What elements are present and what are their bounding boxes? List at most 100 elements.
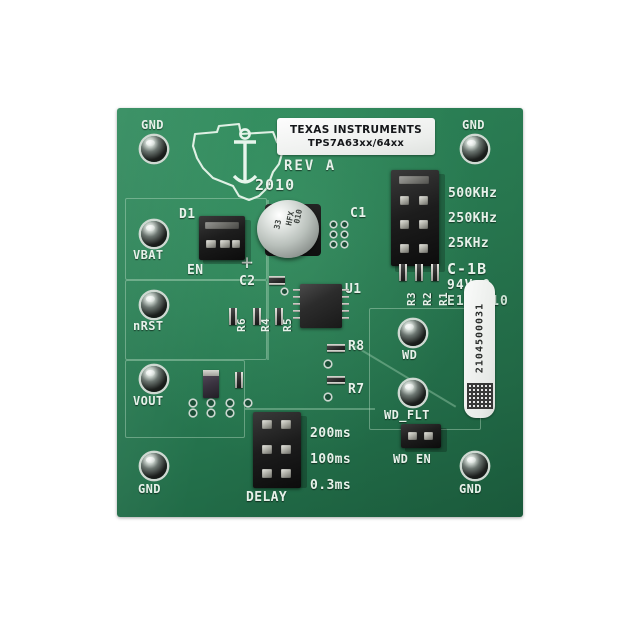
smd-misc-1 [235,372,243,388]
via-bl-5 [227,400,233,406]
c1-via-5 [331,242,336,247]
delay-jumper-header[interactable] [253,412,301,488]
c2-designator: C2 [239,274,256,289]
en-pin-1 [206,240,216,248]
wd-en-jumper-header[interactable] [401,424,441,448]
via-u1-btm [325,361,331,367]
wd-flt-label: WD_FLT [384,408,430,422]
electrolytic-capacitor [257,200,319,258]
freq-pin-3b [419,244,428,253]
freq-pin-1b [419,196,428,205]
logo-year-label: 2010 [255,176,296,194]
c1-via-4 [342,232,347,237]
gnd-bottom-left-label: GND [138,482,161,496]
wd-flt-testpoint[interactable] [400,380,426,406]
silk-trace-vert [267,200,269,360]
vbat-testpoint[interactable] [141,221,167,247]
wden-pin-1 [408,432,417,440]
freq-option-500khz: 500KHz [448,186,498,201]
delay-pin-1b [281,420,291,429]
c1-via-2 [342,222,347,227]
serial-number: 2104500031 [474,302,485,374]
d1-diode [203,370,219,398]
c1-via-3 [331,232,336,237]
wd-testpoint[interactable] [400,320,426,346]
u1-lead-r3 [342,303,349,306]
delay-pin-2b [281,445,291,454]
via-r6-top [282,289,287,294]
r2-designator: R2 [421,291,434,306]
c1-via-1 [331,222,336,227]
delay-option-100ms: 100ms [310,452,352,467]
datamatrix-code-icon [466,383,493,409]
via-bl-3 [208,400,214,406]
c2-capacitor [269,276,285,285]
pcb-board: 2010 TEXAS INSTRUMENTS TPS7A63xx/64xx RE… [117,108,523,517]
en-pin-3 [232,240,240,248]
via-bl-1 [190,400,196,406]
r5-resistor [275,308,283,325]
nrst-testpoint[interactable] [141,292,167,318]
via-u1-btm2 [325,394,331,400]
freq-pin-3a [400,244,409,253]
gnd-top-left-label: GND [141,118,164,132]
r7-designator: R7 [348,382,365,397]
delay-pin-3a [262,469,272,478]
delay-option-03ms: 0.3ms [310,478,352,493]
compliance-line1: C-1B [447,260,488,278]
u1-lead-r1 [342,289,349,292]
delay-header-label: DELAY [246,490,288,505]
product-label: TEXAS INSTRUMENTS TPS7A63xx/64xx [277,118,435,155]
r8-resistor [327,344,345,352]
freq-pin-2a [400,220,409,229]
r4-resistor [253,308,261,325]
via-bl-7 [245,400,251,406]
en-jumper-header[interactable] [199,216,245,260]
u1-lead-l3 [293,303,300,306]
r2-resistor [415,264,423,281]
serial-barcode-label: 2104500031 [464,280,495,418]
wd-label: WD [402,348,418,362]
en-pin-2 [220,240,230,248]
u1-main-ic [293,284,349,328]
gnd-bottom-right-label: GND [459,482,482,496]
nrst-label: nRST [133,319,164,333]
delay-pin-3b [281,469,291,478]
r1-resistor [431,264,439,281]
gnd-top-right-testpoint[interactable] [462,136,488,162]
r3-designator: R3 [405,291,418,306]
r8-designator: R8 [348,339,365,354]
delay-option-200ms: 200ms [310,426,352,441]
gnd-bottom-left-testpoint[interactable] [141,453,167,479]
wd-en-label: WD EN [393,452,432,466]
u1-designator: U1 [345,282,362,297]
silk-outline-left-mid [125,280,267,360]
r3-resistor [399,264,407,281]
u1-lead-r2 [342,296,349,299]
u1-lead-l1 [293,289,300,292]
u1-lead-r5 [342,317,349,320]
via-bl-4 [208,410,214,416]
silk-outline-left-bottom [125,360,245,438]
via-bl-6 [227,410,233,416]
gnd-top-right-label: GND [462,118,485,132]
silk-trace-horiz-mid [245,408,375,410]
freq-option-25khz: 25KHz [448,236,490,251]
revision-label: REV A [284,158,337,174]
u1-lead-l4 [293,310,300,313]
delay-pin-2a [262,445,272,454]
freq-shunt [399,176,429,184]
product-label-line2: TPS7A63xx/64xx [307,138,405,149]
u1-lead-l5 [293,317,300,320]
frequency-jumper-header[interactable] [391,170,439,266]
ti-texas-logo [187,120,293,206]
gnd-top-left-testpoint[interactable] [141,136,167,162]
c1-via-6 [342,242,347,247]
gnd-bottom-right-testpoint[interactable] [462,453,488,479]
u1-lead-r4 [342,310,349,313]
c1-designator: C1 [350,206,367,221]
freq-pin-1a [400,196,409,205]
u1-lead-l2 [293,296,300,299]
vout-testpoint[interactable] [141,366,167,392]
freq-pin-2b [419,220,428,229]
